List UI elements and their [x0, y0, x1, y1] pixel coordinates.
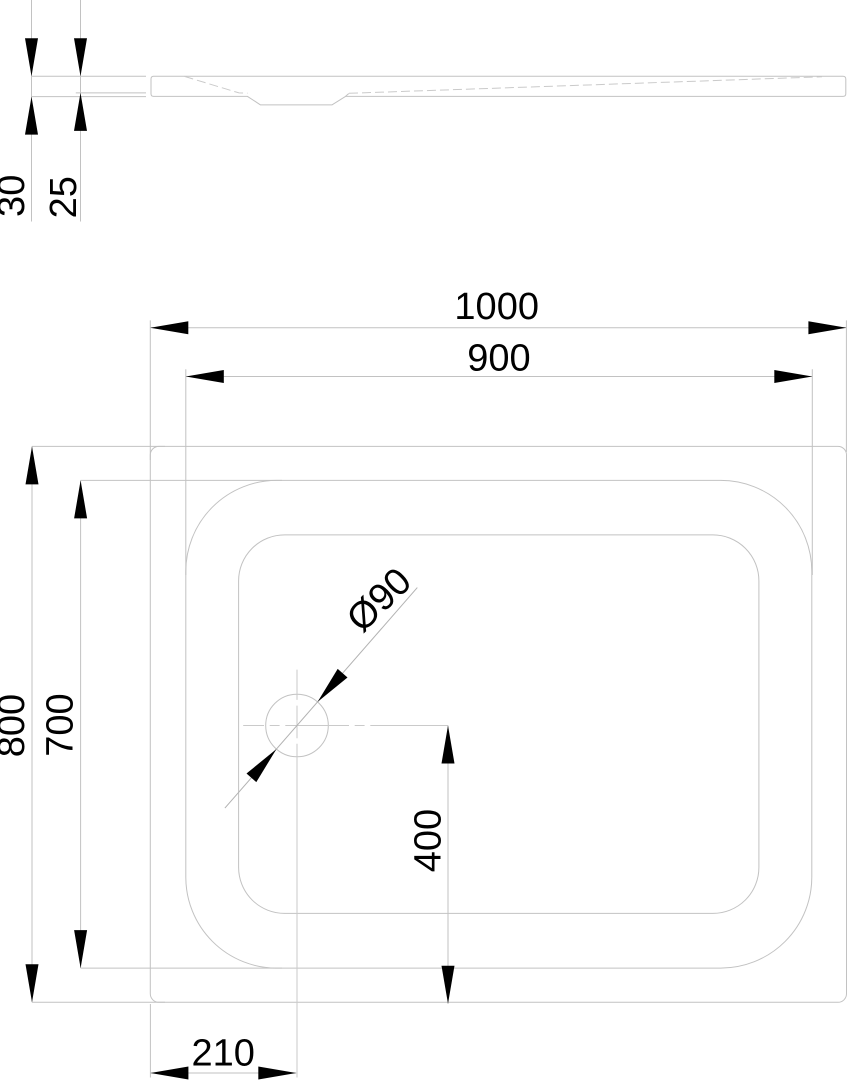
- svg-text:25: 25: [43, 176, 85, 218]
- svg-text:900: 900: [467, 338, 530, 380]
- svg-text:30: 30: [0, 175, 33, 217]
- svg-text:800: 800: [0, 694, 33, 757]
- svg-text:700: 700: [39, 693, 81, 756]
- svg-text:1000: 1000: [454, 286, 539, 328]
- svg-text:400: 400: [407, 809, 449, 872]
- svg-text:210: 210: [191, 1032, 254, 1074]
